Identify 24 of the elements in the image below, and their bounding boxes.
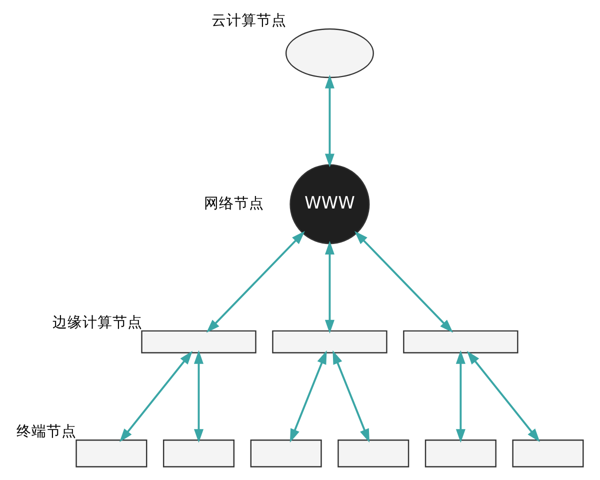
node-box xyxy=(250,439,322,468)
node-label: 终端节点 xyxy=(16,422,77,440)
node-bar xyxy=(403,330,518,354)
arrow xyxy=(332,350,370,443)
arrow xyxy=(354,231,454,333)
arrow xyxy=(324,240,334,334)
node-box xyxy=(338,439,410,468)
arrow xyxy=(194,350,204,443)
node-cloud xyxy=(285,28,374,78)
node-bar xyxy=(272,330,388,354)
node-box xyxy=(162,439,235,468)
arrow xyxy=(206,231,305,333)
node-label: 云计算节点 xyxy=(212,12,287,29)
node-label: 网络节点 xyxy=(204,194,264,212)
node-box xyxy=(512,439,584,468)
arrow xyxy=(324,74,334,168)
arrow xyxy=(290,350,327,443)
arrow xyxy=(456,350,466,443)
arrow xyxy=(119,350,193,442)
node-bar xyxy=(141,330,256,354)
node-label: 边缘计算节点 xyxy=(52,314,142,331)
arrow xyxy=(466,350,540,442)
node-box xyxy=(76,439,148,468)
node-box xyxy=(424,439,496,468)
